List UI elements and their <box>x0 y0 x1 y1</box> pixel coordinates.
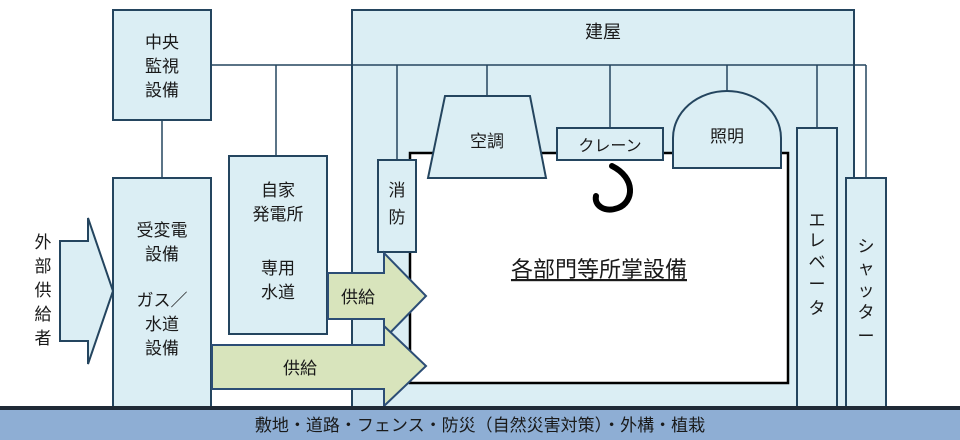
svg-text:防: 防 <box>389 208 406 228</box>
monitoring-lines <box>161 64 867 178</box>
svg-text:消: 消 <box>389 181 406 201</box>
svg-text:水道: 水道 <box>261 283 295 303</box>
private-utility-box[interactable] <box>228 155 328 335</box>
supply-lower-label: 供給 <box>283 359 317 379</box>
elevator-box[interactable] <box>796 127 838 414</box>
private-water-label: 専用 水道 <box>261 259 295 303</box>
ground-label: 敷地・道路・フェンス・防災（自然災害対策）・外構・植栽 <box>255 416 705 436</box>
svg-text:レ: レ <box>809 231 826 251</box>
elevator-label: エ レ ベ ー タ <box>809 211 826 319</box>
hvac-box[interactable] <box>426 95 548 179</box>
svg-text:設備: 設備 <box>145 81 179 101</box>
svg-text:供: 供 <box>35 281 52 301</box>
substation-label: 受変電 設備 <box>137 221 188 265</box>
svg-text:部: 部 <box>35 257 52 277</box>
svg-text:受変電: 受変電 <box>137 221 188 241</box>
svg-text:自家: 自家 <box>261 181 295 201</box>
svg-text:タ: タ <box>809 299 826 319</box>
svg-text:タ: タ <box>858 303 875 323</box>
supply-upper-label: 供給 <box>341 288 375 308</box>
svg-text:者: 者 <box>35 329 52 349</box>
private-power-label: 自家 発電所 <box>253 181 304 225</box>
crane-label: クレーン <box>578 136 641 155</box>
fire-prevention-box[interactable] <box>377 159 417 253</box>
supply-arrow-lower[interactable] <box>211 323 428 409</box>
svg-text:ッ: ッ <box>858 281 875 301</box>
svg-text:専用: 専用 <box>261 259 295 279</box>
lighting-box[interactable] <box>672 90 782 169</box>
svg-text:エ: エ <box>809 211 826 231</box>
svg-text:給: 給 <box>35 305 52 325</box>
svg-text:発電所: 発電所 <box>253 205 304 225</box>
svg-text:中央: 中央 <box>145 33 179 53</box>
crane-hook-icon <box>592 163 633 213</box>
crane-box[interactable] <box>556 127 664 161</box>
gas-water-label: ガス／ 水道 設備 <box>137 291 188 359</box>
shutter-label: シ ャ ッ タ ー <box>858 237 875 347</box>
fire-prevention-label: 消 防 <box>389 181 406 228</box>
svg-text:ャ: ャ <box>858 259 875 279</box>
hvac-label: 空調 <box>470 132 504 152</box>
ground-strip[interactable] <box>0 407 960 440</box>
svg-text:設備: 設備 <box>145 339 179 359</box>
external-supplier-arrow[interactable] <box>59 217 115 365</box>
central-monitoring-label: 中央 監視 設備 <box>145 33 179 101</box>
svg-text:設備: 設備 <box>145 245 179 265</box>
external-supplier-label: 外 部 供 給 者 <box>35 233 52 349</box>
central-monitoring-box[interactable] <box>112 9 212 121</box>
svg-text:監視: 監視 <box>145 57 179 77</box>
department-equipment-box[interactable] <box>408 151 790 385</box>
svg-text:水道: 水道 <box>145 315 179 335</box>
building-label: 建屋 <box>585 22 621 43</box>
svg-text:外: 外 <box>35 233 52 253</box>
lighting-label: 照明 <box>710 127 744 147</box>
svg-text:ガス／: ガス／ <box>137 291 188 311</box>
substation-box[interactable] <box>112 177 212 414</box>
svg-text:シ: シ <box>858 237 875 257</box>
svg-text:ー: ー <box>809 275 826 295</box>
department-equipment-label: 各部門等所掌設備 <box>511 258 687 283</box>
svg-text:ー: ー <box>858 327 875 347</box>
svg-text:ベ: ベ <box>809 253 826 273</box>
shutter-box[interactable] <box>845 177 887 414</box>
supply-arrow-upper[interactable] <box>327 250 428 342</box>
